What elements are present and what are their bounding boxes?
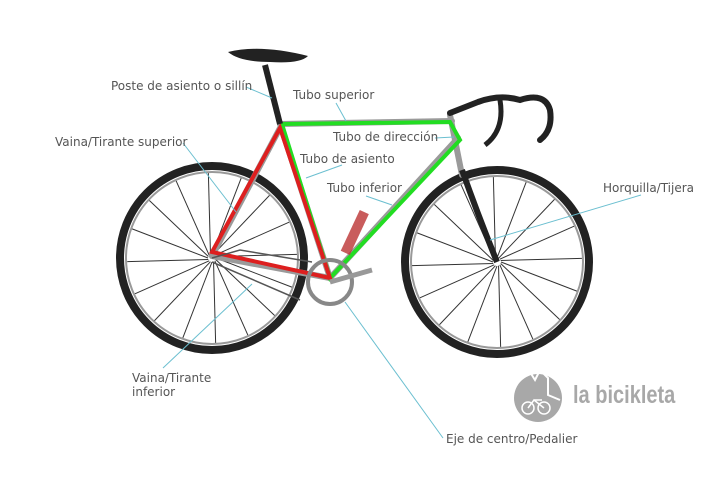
spoke (215, 257, 293, 288)
spoke (419, 264, 495, 299)
spoke (182, 261, 213, 339)
spoke (498, 265, 502, 347)
saddle (228, 48, 308, 63)
spoke (175, 180, 210, 256)
logo-icon (514, 368, 562, 422)
leader-seat-stay (182, 142, 237, 213)
label-chain-stay-line1: Vaina/Tirante (132, 371, 212, 385)
leader-top-tube (335, 102, 347, 122)
spoke (439, 265, 496, 325)
spoke (149, 200, 209, 257)
rear-wheel (116, 162, 308, 354)
spoke (500, 261, 578, 292)
leader-bottom-bracket (344, 301, 444, 439)
leader-head-tube (434, 136, 455, 139)
label-chain-stay-line2: inferior (132, 385, 176, 399)
label-seat-stay: Vaina/Tirante superior (55, 135, 188, 149)
spoke (500, 263, 560, 320)
spoke (207, 173, 211, 255)
label-down-tube: Tubo inferior (327, 181, 402, 195)
spoke (499, 225, 575, 260)
fork (459, 168, 500, 264)
label-seatpost: Poste de asiento o sillín (111, 79, 253, 93)
spoke (467, 265, 498, 343)
leader-seatpost (245, 86, 273, 99)
spoke (214, 221, 290, 256)
logo-text: la bicikleta (573, 381, 676, 409)
front-wheel (401, 166, 593, 358)
leader-seat-tube (305, 164, 343, 179)
leader-down-tube (365, 195, 393, 206)
handlebar (447, 94, 554, 143)
label-top-tube: Tubo superior (293, 88, 375, 102)
label-seat-tube: Tubo de asiento (300, 152, 395, 166)
spoke (131, 228, 209, 259)
spoke (500, 257, 582, 261)
spoke (434, 204, 494, 261)
label-bottom-bracket: Eje de centro/Pedalier (446, 432, 578, 446)
spoke (416, 232, 494, 263)
label-fork: Horquilla/Tijera (603, 181, 695, 195)
spoke (499, 264, 534, 340)
rear-triangle-highlight (208, 123, 334, 281)
spoke (492, 177, 496, 259)
spoke (154, 261, 211, 321)
chainring (306, 258, 354, 306)
spoke (215, 259, 275, 316)
spoke (496, 181, 527, 259)
spoke (213, 261, 217, 343)
label-head-tube: Tubo de dirección (333, 130, 439, 144)
leader-fork (489, 194, 642, 241)
spoke (213, 195, 270, 255)
spoke (214, 260, 249, 336)
spoke (134, 260, 210, 295)
leader-chain-stay (162, 283, 253, 369)
spoke (412, 263, 494, 267)
spoke (127, 259, 209, 263)
